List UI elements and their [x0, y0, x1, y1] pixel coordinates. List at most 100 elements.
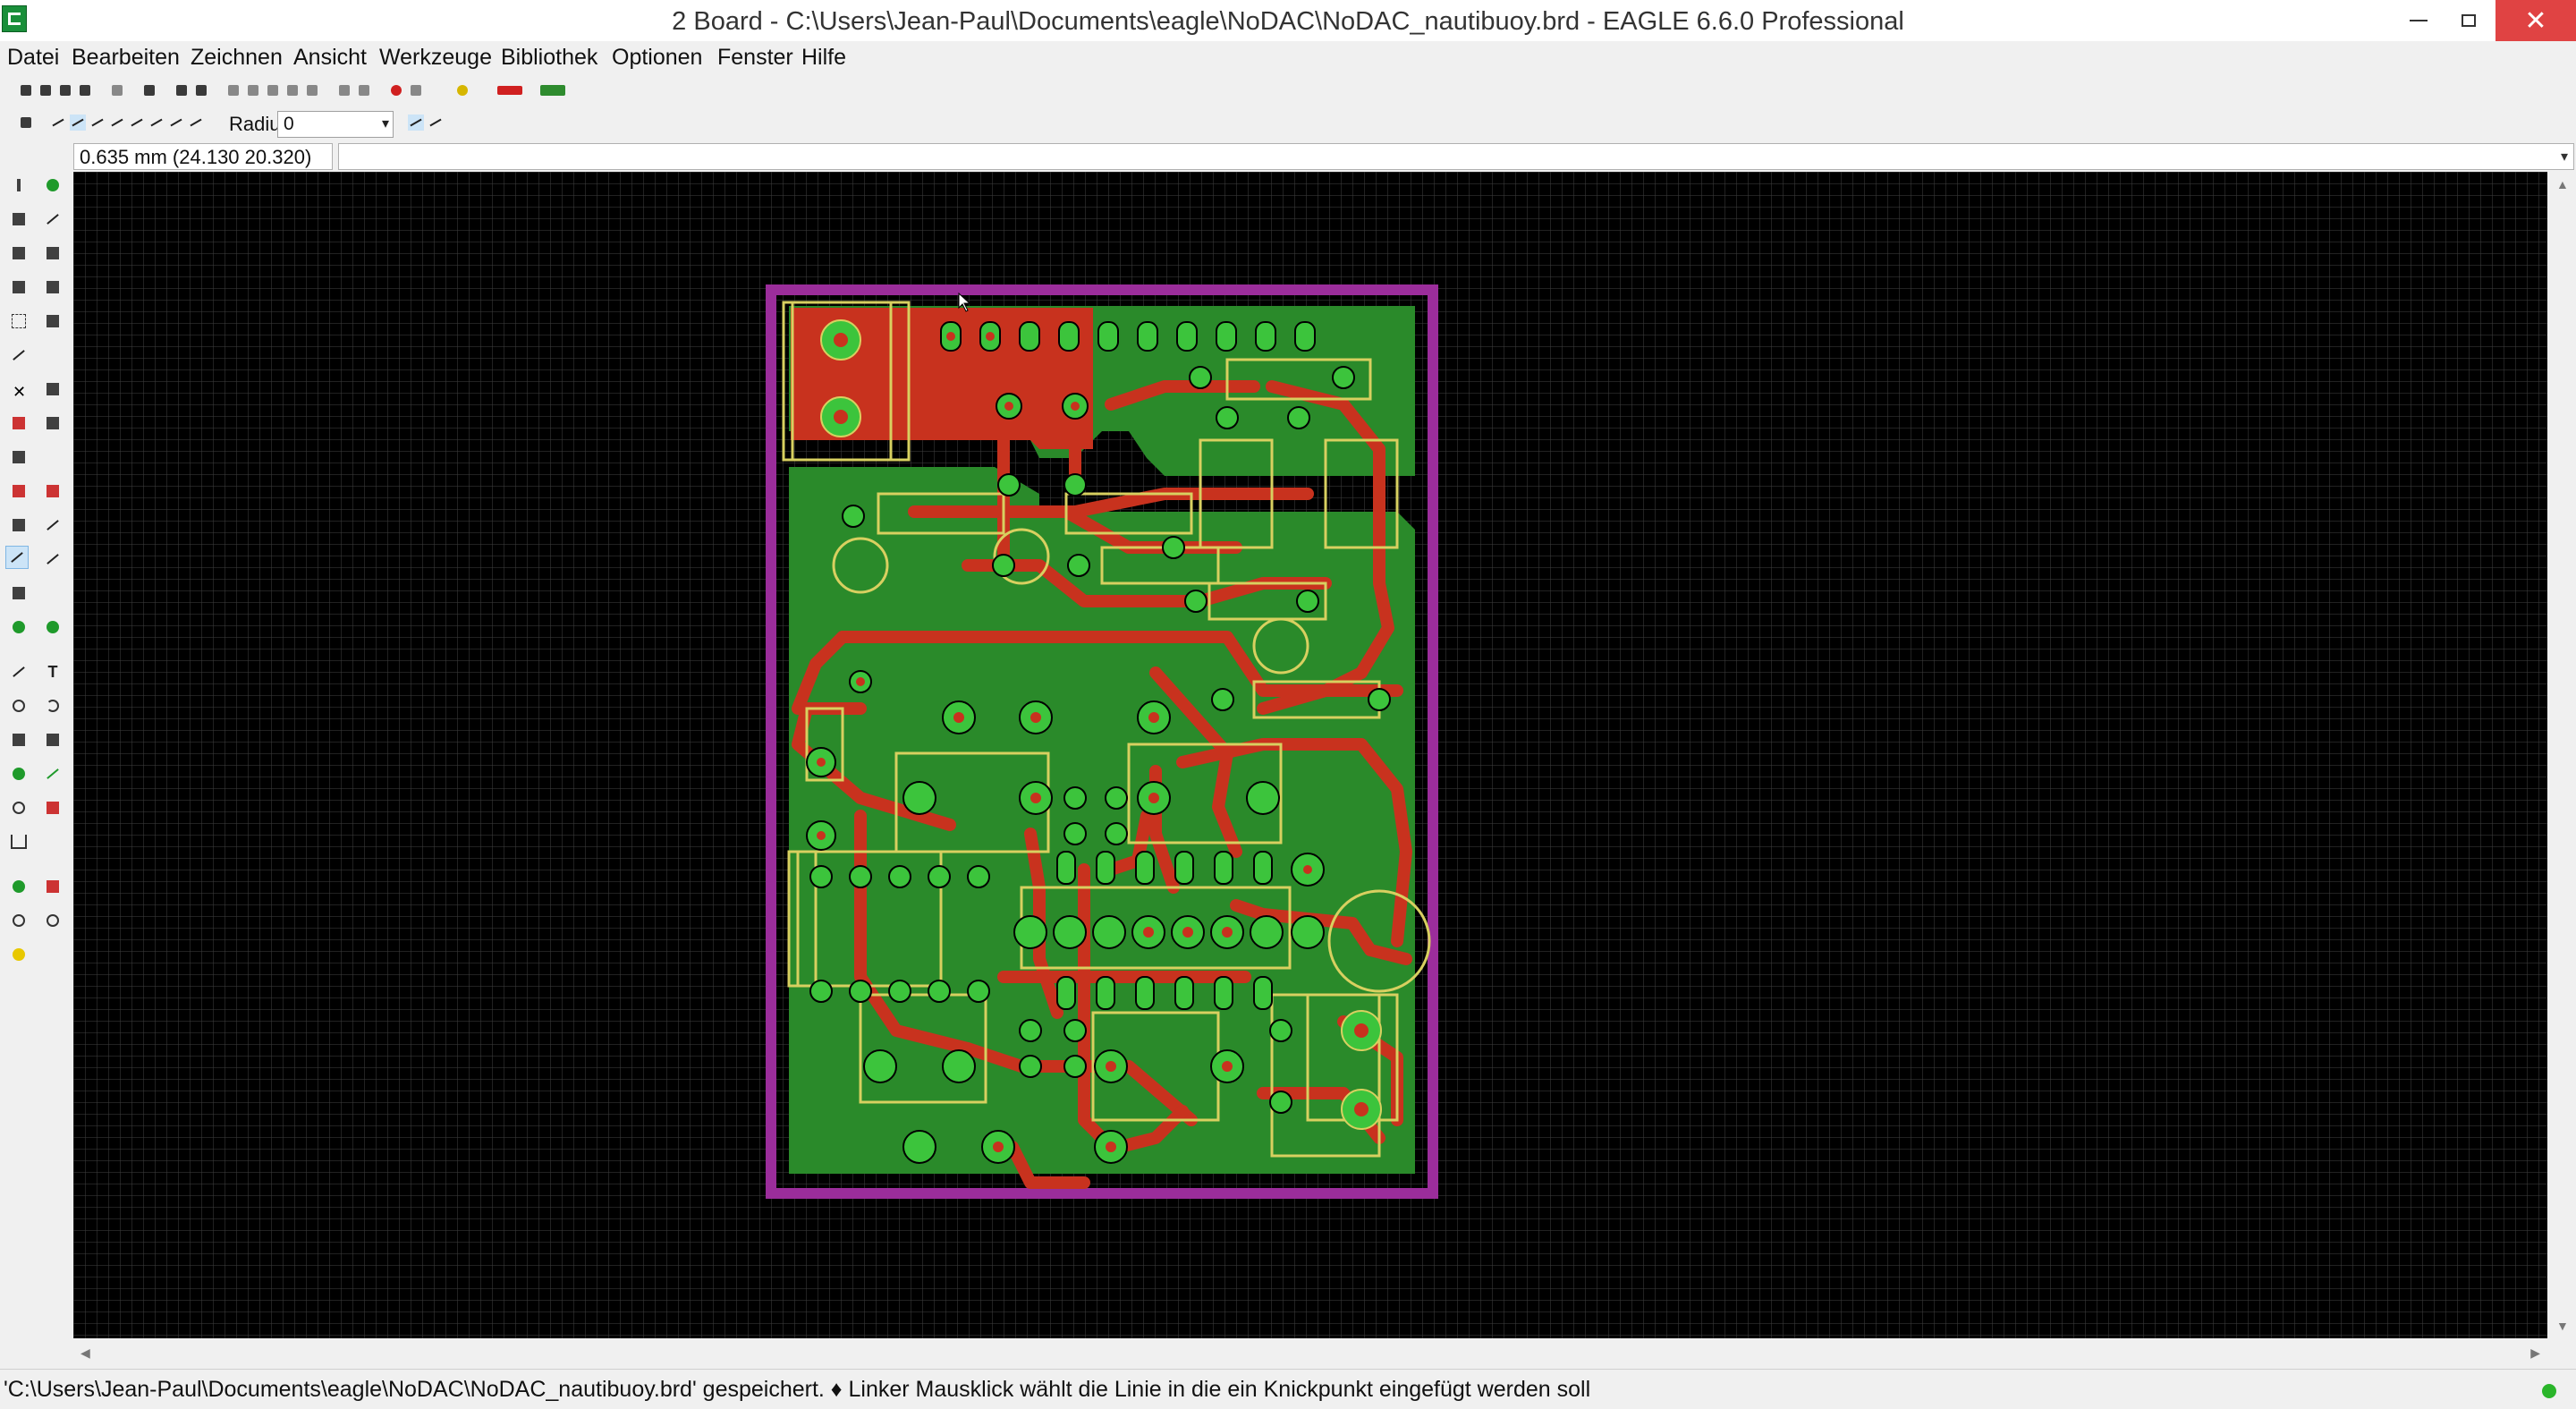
board-switch-button[interactable] — [109, 82, 125, 98]
zoom-area-button[interactable] — [304, 82, 320, 98]
restore-button[interactable] — [2426, 0, 2512, 41]
group-tool[interactable] — [7, 310, 30, 333]
scroll-down-icon[interactable]: ▼ — [2556, 1319, 2569, 1333]
zoom-out-button[interactable] — [265, 82, 281, 98]
circle-tool[interactable] — [7, 694, 30, 717]
attribute-tool[interactable] — [41, 796, 64, 819]
optimize-tool[interactable] — [41, 480, 64, 503]
menu-ansicht[interactable]: Ansicht — [293, 45, 367, 70]
command-input[interactable]: ▾ — [338, 143, 2574, 170]
undo-button[interactable] — [336, 82, 352, 98]
wire-bend-1-button[interactable] — [70, 115, 86, 131]
design-link-button[interactable] — [494, 82, 526, 98]
fusion-sync-button[interactable] — [537, 82, 569, 98]
autoroute-tool[interactable] — [7, 615, 30, 639]
menu-datei[interactable]: Datei — [7, 45, 60, 70]
change-tool[interactable] — [41, 310, 64, 333]
wire-bend-7-button[interactable] — [188, 115, 204, 131]
drc-tool[interactable] — [41, 875, 64, 898]
save-icon — [40, 85, 51, 96]
wire-bend-1-icon — [72, 118, 84, 127]
lock-tool[interactable] — [7, 446, 30, 469]
radius-value: 0 — [284, 114, 294, 134]
mirror-tool[interactable] — [7, 276, 30, 299]
smash-tool[interactable] — [7, 581, 30, 605]
text-tool[interactable]: T — [41, 660, 64, 683]
zoom-out-tool[interactable] — [41, 909, 64, 932]
ulp-button[interactable] — [174, 82, 190, 98]
wire-bend-5-button[interactable] — [148, 115, 165, 131]
wire-bend-6-button[interactable] — [168, 115, 184, 131]
miter-tool[interactable] — [41, 514, 64, 537]
vertical-scrollbar[interactable]: ▲ ▼ — [2547, 172, 2576, 1338]
menu-bibliothek[interactable]: Bibliothek — [501, 45, 598, 70]
radius-select[interactable]: 0 ▾ — [277, 111, 394, 138]
wire-bend-2-button[interactable] — [89, 115, 106, 131]
split-line-tool[interactable] — [5, 546, 29, 569]
replace-tool[interactable] — [41, 412, 64, 435]
help-button[interactable] — [454, 82, 470, 98]
open-button[interactable] — [18, 82, 34, 98]
scroll-left-icon[interactable]: ◀ — [80, 1345, 90, 1360]
polygon-tool[interactable] — [41, 728, 64, 751]
mark-tool[interactable] — [41, 208, 64, 231]
delete-tool[interactable]: ✕ — [7, 378, 30, 401]
show-tool[interactable] — [41, 174, 64, 197]
scroll-up-icon[interactable]: ▲ — [2556, 177, 2569, 191]
zoom-redraw-button[interactable] — [284, 82, 301, 98]
errors-tool[interactable] — [7, 943, 30, 966]
route-tool[interactable] — [7, 514, 30, 537]
redo-button[interactable] — [356, 82, 372, 98]
cam-button[interactable] — [77, 82, 93, 98]
minimize-button[interactable] — [2376, 0, 2462, 41]
script-button[interactable] — [141, 82, 157, 98]
ripup-tool[interactable] — [41, 547, 64, 571]
display-tool[interactable] — [7, 208, 30, 231]
stop-icon — [391, 85, 402, 96]
ratsnest-tool[interactable] — [41, 615, 64, 639]
pinswap-tool[interactable] — [7, 412, 30, 435]
hole-tool[interactable] — [7, 796, 30, 819]
scroll-right-icon[interactable]: ▶ — [2530, 1345, 2540, 1360]
info-tool[interactable] — [7, 174, 30, 197]
menu-hilfe[interactable]: Hilfe — [801, 45, 847, 70]
save-button[interactable] — [38, 82, 54, 98]
wire-tool[interactable] — [7, 660, 30, 683]
signal-tool[interactable] — [41, 762, 64, 785]
split-tool[interactable] — [7, 480, 30, 503]
zoom-fit-button[interactable] — [225, 82, 242, 98]
eagle-app-icon[interactable] — [2, 5, 27, 32]
layer-select-button[interactable] — [18, 115, 34, 131]
print-button[interactable] — [57, 82, 73, 98]
add-tool[interactable] — [41, 378, 64, 401]
menu-werkzeuge[interactable]: Werkzeuge — [379, 45, 492, 70]
zoom-in-tool[interactable] — [7, 909, 30, 932]
open-icon — [21, 85, 31, 96]
zoom-in-button[interactable] — [245, 82, 261, 98]
horizontal-scrollbar[interactable]: ◀ ▶ — [73, 1338, 2547, 1369]
wire-bend-3-button[interactable] — [109, 115, 125, 131]
rect-tool[interactable] — [7, 728, 30, 751]
go-button[interactable] — [408, 82, 424, 98]
sharp-corner-button[interactable] — [428, 115, 444, 131]
ratsnest-show-tool[interactable] — [7, 875, 30, 898]
chevron-down-icon[interactable]: ▾ — [2560, 149, 2568, 165]
menu-optionen[interactable]: Optionen — [612, 45, 703, 70]
arc-tool[interactable] — [41, 694, 64, 717]
menu-fenster[interactable]: Fenster — [717, 45, 793, 70]
move-tool[interactable] — [7, 242, 30, 265]
wire-bend-0-button[interactable] — [50, 115, 66, 131]
paste-tool[interactable] — [7, 344, 30, 367]
menu-zeichnen[interactable]: Zeichnen — [191, 45, 283, 70]
close-button[interactable]: ✕ — [2496, 0, 2576, 41]
menu-bearbeiten[interactable]: Bearbeiten — [72, 45, 180, 70]
dimension-tool[interactable] — [7, 830, 30, 853]
stop-button[interactable] — [388, 82, 404, 98]
display-layers-button[interactable] — [193, 82, 209, 98]
via-tool[interactable] — [7, 762, 30, 785]
round-corner-button[interactable] — [408, 115, 424, 131]
wire-bend-4-button[interactable] — [129, 115, 145, 131]
board-canvas[interactable] — [73, 172, 2547, 1338]
rotate-tool[interactable] — [41, 276, 64, 299]
copy-tool[interactable] — [41, 242, 64, 265]
